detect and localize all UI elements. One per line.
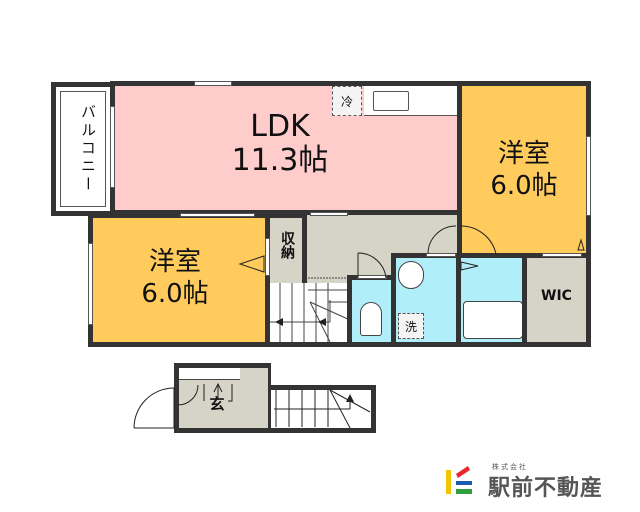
- ldk-window-left: [110, 106, 115, 188]
- balcony: バルコニー: [51, 82, 115, 216]
- fridge-space: 冷: [332, 86, 362, 116]
- bedroom-right-window: [586, 136, 591, 216]
- washroom-door: [426, 253, 456, 257]
- bedroom-left-door: [180, 213, 255, 217]
- washbasin: [398, 261, 424, 289]
- ldk-size: 11.3帖: [231, 143, 329, 178]
- shoe-cabinet: [179, 368, 240, 380]
- logo-company-name: 駅前不動産: [488, 476, 604, 501]
- bedroom-left-size: 6.0帖: [141, 279, 209, 309]
- ldk-window-top: [194, 81, 232, 86]
- bedroom-left-name: 洋室: [148, 247, 201, 277]
- hallway-door-top: [310, 212, 348, 216]
- kitchen-sink: [373, 91, 409, 111]
- washer-space: 洗: [398, 313, 424, 339]
- washer-label: 洗: [404, 319, 417, 334]
- balcony-label: バルコニー: [79, 104, 97, 194]
- company-logo: 株式会社 駅前不動産: [444, 460, 634, 501]
- fridge-label: 冷: [340, 94, 353, 109]
- wic-door: [542, 253, 582, 257]
- room-bedroom-left: 洋室 6.0帖: [88, 213, 270, 347]
- logo-mark-icon: [446, 466, 472, 494]
- wic-label: WIC: [541, 288, 572, 304]
- logo-company-type: 株式会社: [492, 463, 528, 471]
- toilet-bowl: [360, 302, 382, 336]
- closet-label: 収納: [279, 231, 295, 259]
- bedroom-right-size: 6.0帖: [490, 171, 558, 201]
- bedroom-left-window: [88, 243, 93, 325]
- room-ldk: 冷 LDK 11.3帖: [110, 81, 462, 215]
- bathtub: [463, 301, 523, 339]
- entrance-label: 玄: [209, 395, 225, 413]
- closet-door: [265, 238, 270, 276]
- room-toilet: [347, 275, 396, 347]
- ldk-name: LDK: [250, 109, 310, 144]
- room-wic: WIC: [522, 253, 591, 347]
- bedroom-right-name: 洋室: [497, 139, 550, 169]
- room-washroom: 洗: [391, 253, 461, 347]
- room-bedroom-right: 洋室 6.0帖: [457, 81, 591, 259]
